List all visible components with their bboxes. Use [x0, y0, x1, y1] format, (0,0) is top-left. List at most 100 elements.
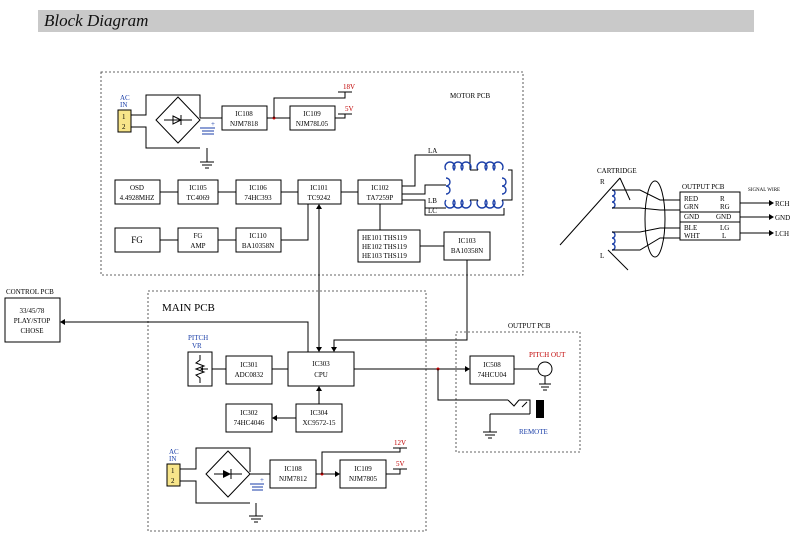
control-pcb-block: [4, 297, 61, 343]
main-pcb-frame: [147, 290, 427, 532]
ic101-part: TC9242: [308, 194, 331, 202]
ic102-id: IC102: [371, 184, 389, 192]
cart-ch-rg: RG: [720, 203, 730, 211]
ic508-id: IC508: [483, 361, 501, 369]
cart-ch-r: R: [720, 195, 725, 203]
ic103-id: IC103: [458, 237, 476, 245]
coil-lb: LB: [428, 197, 437, 205]
control-line2: PLAY/STOP: [14, 317, 51, 325]
motor-ground-icon: [200, 161, 214, 169]
control-line1: 33/45/78: [20, 307, 45, 315]
ic304-id: IC304: [310, 409, 328, 417]
main-capacitor: +: [250, 476, 264, 491]
svg-text:+: +: [260, 476, 264, 484]
cart-r: R: [600, 178, 605, 186]
cart-ch-lg: LG: [720, 224, 729, 232]
hall-1: HE101 THS119: [362, 234, 407, 242]
cart-ch-l: L: [722, 232, 726, 240]
coil-lc: LC: [428, 207, 437, 215]
ic110-part: BA10358N: [242, 242, 274, 250]
remote-jack-icon: [507, 399, 544, 418]
ic102-part: TA7259P: [367, 194, 394, 202]
main-5v-label: 5V: [396, 460, 405, 468]
lch-label: LCH: [775, 230, 789, 238]
motor-ic108-part: NJM7818: [230, 120, 259, 128]
main-ic109-part: NJM7805: [349, 475, 378, 483]
ic303-part: CPU: [314, 371, 328, 379]
ic105-part: TC4069: [187, 194, 210, 202]
ic110-id: IC110: [249, 232, 267, 240]
cart-row-grn: GRN: [684, 203, 699, 211]
vr-label: VR: [192, 342, 202, 350]
main-bridge-rectifier: [180, 447, 251, 504]
main-ground-icon: [249, 515, 263, 523]
motor-ac-pin2: 2: [122, 123, 126, 131]
ic101-block: [297, 179, 342, 205]
pitch-out-label: PITCH OUT: [529, 351, 566, 359]
main-ac-in: IN: [169, 455, 176, 463]
output-pcb-label: OUTPUT PCB: [508, 322, 551, 330]
signal-wire-label: SIGNAL WIRE: [748, 188, 780, 193]
ic302-id: IC302: [240, 409, 258, 417]
cart-l: L: [600, 252, 604, 260]
osd-freq: 4.4928MHZ: [120, 194, 155, 202]
ic103-block: [443, 231, 491, 261]
main-ic108-part: NJM7812: [279, 475, 308, 483]
remote-label: REMOTE: [519, 428, 548, 436]
ic101-id: IC101: [310, 184, 328, 192]
fg-amp-l2: AMP: [190, 242, 205, 250]
output-pcb-cart-label: OUTPUT PCB: [682, 183, 725, 191]
header-bar: Block Diagram: [38, 10, 754, 32]
main-ac-pin1: 1: [171, 467, 175, 475]
cart-row-ble: BLE: [684, 224, 697, 232]
motor-5v-label: 5V: [345, 105, 354, 113]
ic303-id: IC303: [312, 360, 330, 368]
page-title: Block Diagram: [44, 11, 149, 30]
cartridge-icon: [559, 177, 680, 271]
ic303-cpu-block: [287, 351, 355, 387]
ic302-part: 74HC4046: [234, 419, 265, 427]
output-pcb-cart-block: [679, 191, 741, 241]
osd-block: [114, 179, 161, 205]
coil-la: LA: [428, 147, 437, 155]
motor-pcb-label: MOTOR PCB: [450, 92, 490, 100]
ic106-part: 74HC393: [244, 194, 272, 202]
main-ac-pin2: 2: [171, 477, 175, 485]
ic301-block: [225, 355, 273, 385]
hall-3: HE103 THS119: [362, 252, 407, 260]
motor-ic109-part: NJM78L05: [296, 120, 329, 128]
hall-2: HE102 THS119: [362, 243, 407, 251]
ic508-part: 74HCU04: [478, 371, 507, 379]
ic106-id: IC106: [249, 184, 267, 192]
ic105-block: [177, 179, 219, 205]
main-ic108-id: IC108: [284, 465, 302, 473]
osd-label: OSD: [130, 184, 144, 192]
control-line3: CHOSE: [21, 327, 44, 335]
motor-pcb-frame: [100, 71, 524, 276]
hall-sensor-block: [357, 229, 421, 263]
motor-coil-icon: [402, 154, 513, 216]
pitch-out-jack-icon: [537, 361, 553, 391]
ic103-part: BA10358N: [451, 247, 483, 255]
gnd-label: GND: [775, 214, 790, 222]
main-12v-label: 12V: [394, 439, 406, 447]
ic110-block: [235, 227, 282, 253]
main-ac-connector: [166, 463, 181, 487]
main-ic108-block: [269, 459, 317, 489]
pitch-vr-icon: [187, 351, 213, 387]
svg-text:+: +: [211, 120, 215, 128]
pitch-label: PITCH: [188, 334, 208, 342]
motor-ic108-id: IC108: [235, 110, 253, 118]
ic508-block: [469, 355, 515, 385]
motor-ac-pin1: 1: [122, 113, 126, 121]
motor-capacitor: +: [200, 120, 215, 135]
ic301-id: IC301: [240, 361, 258, 369]
control-pcb-label: CONTROL PCB: [6, 288, 54, 296]
motor-ac-in: IN: [120, 101, 127, 109]
motor-ac-connector: [117, 109, 132, 133]
output-pcb-frame: [455, 331, 581, 453]
fg-label: FG: [131, 235, 143, 245]
ic301-part: ADC0832: [235, 371, 264, 379]
motor-18v-label: 18V: [343, 83, 355, 91]
